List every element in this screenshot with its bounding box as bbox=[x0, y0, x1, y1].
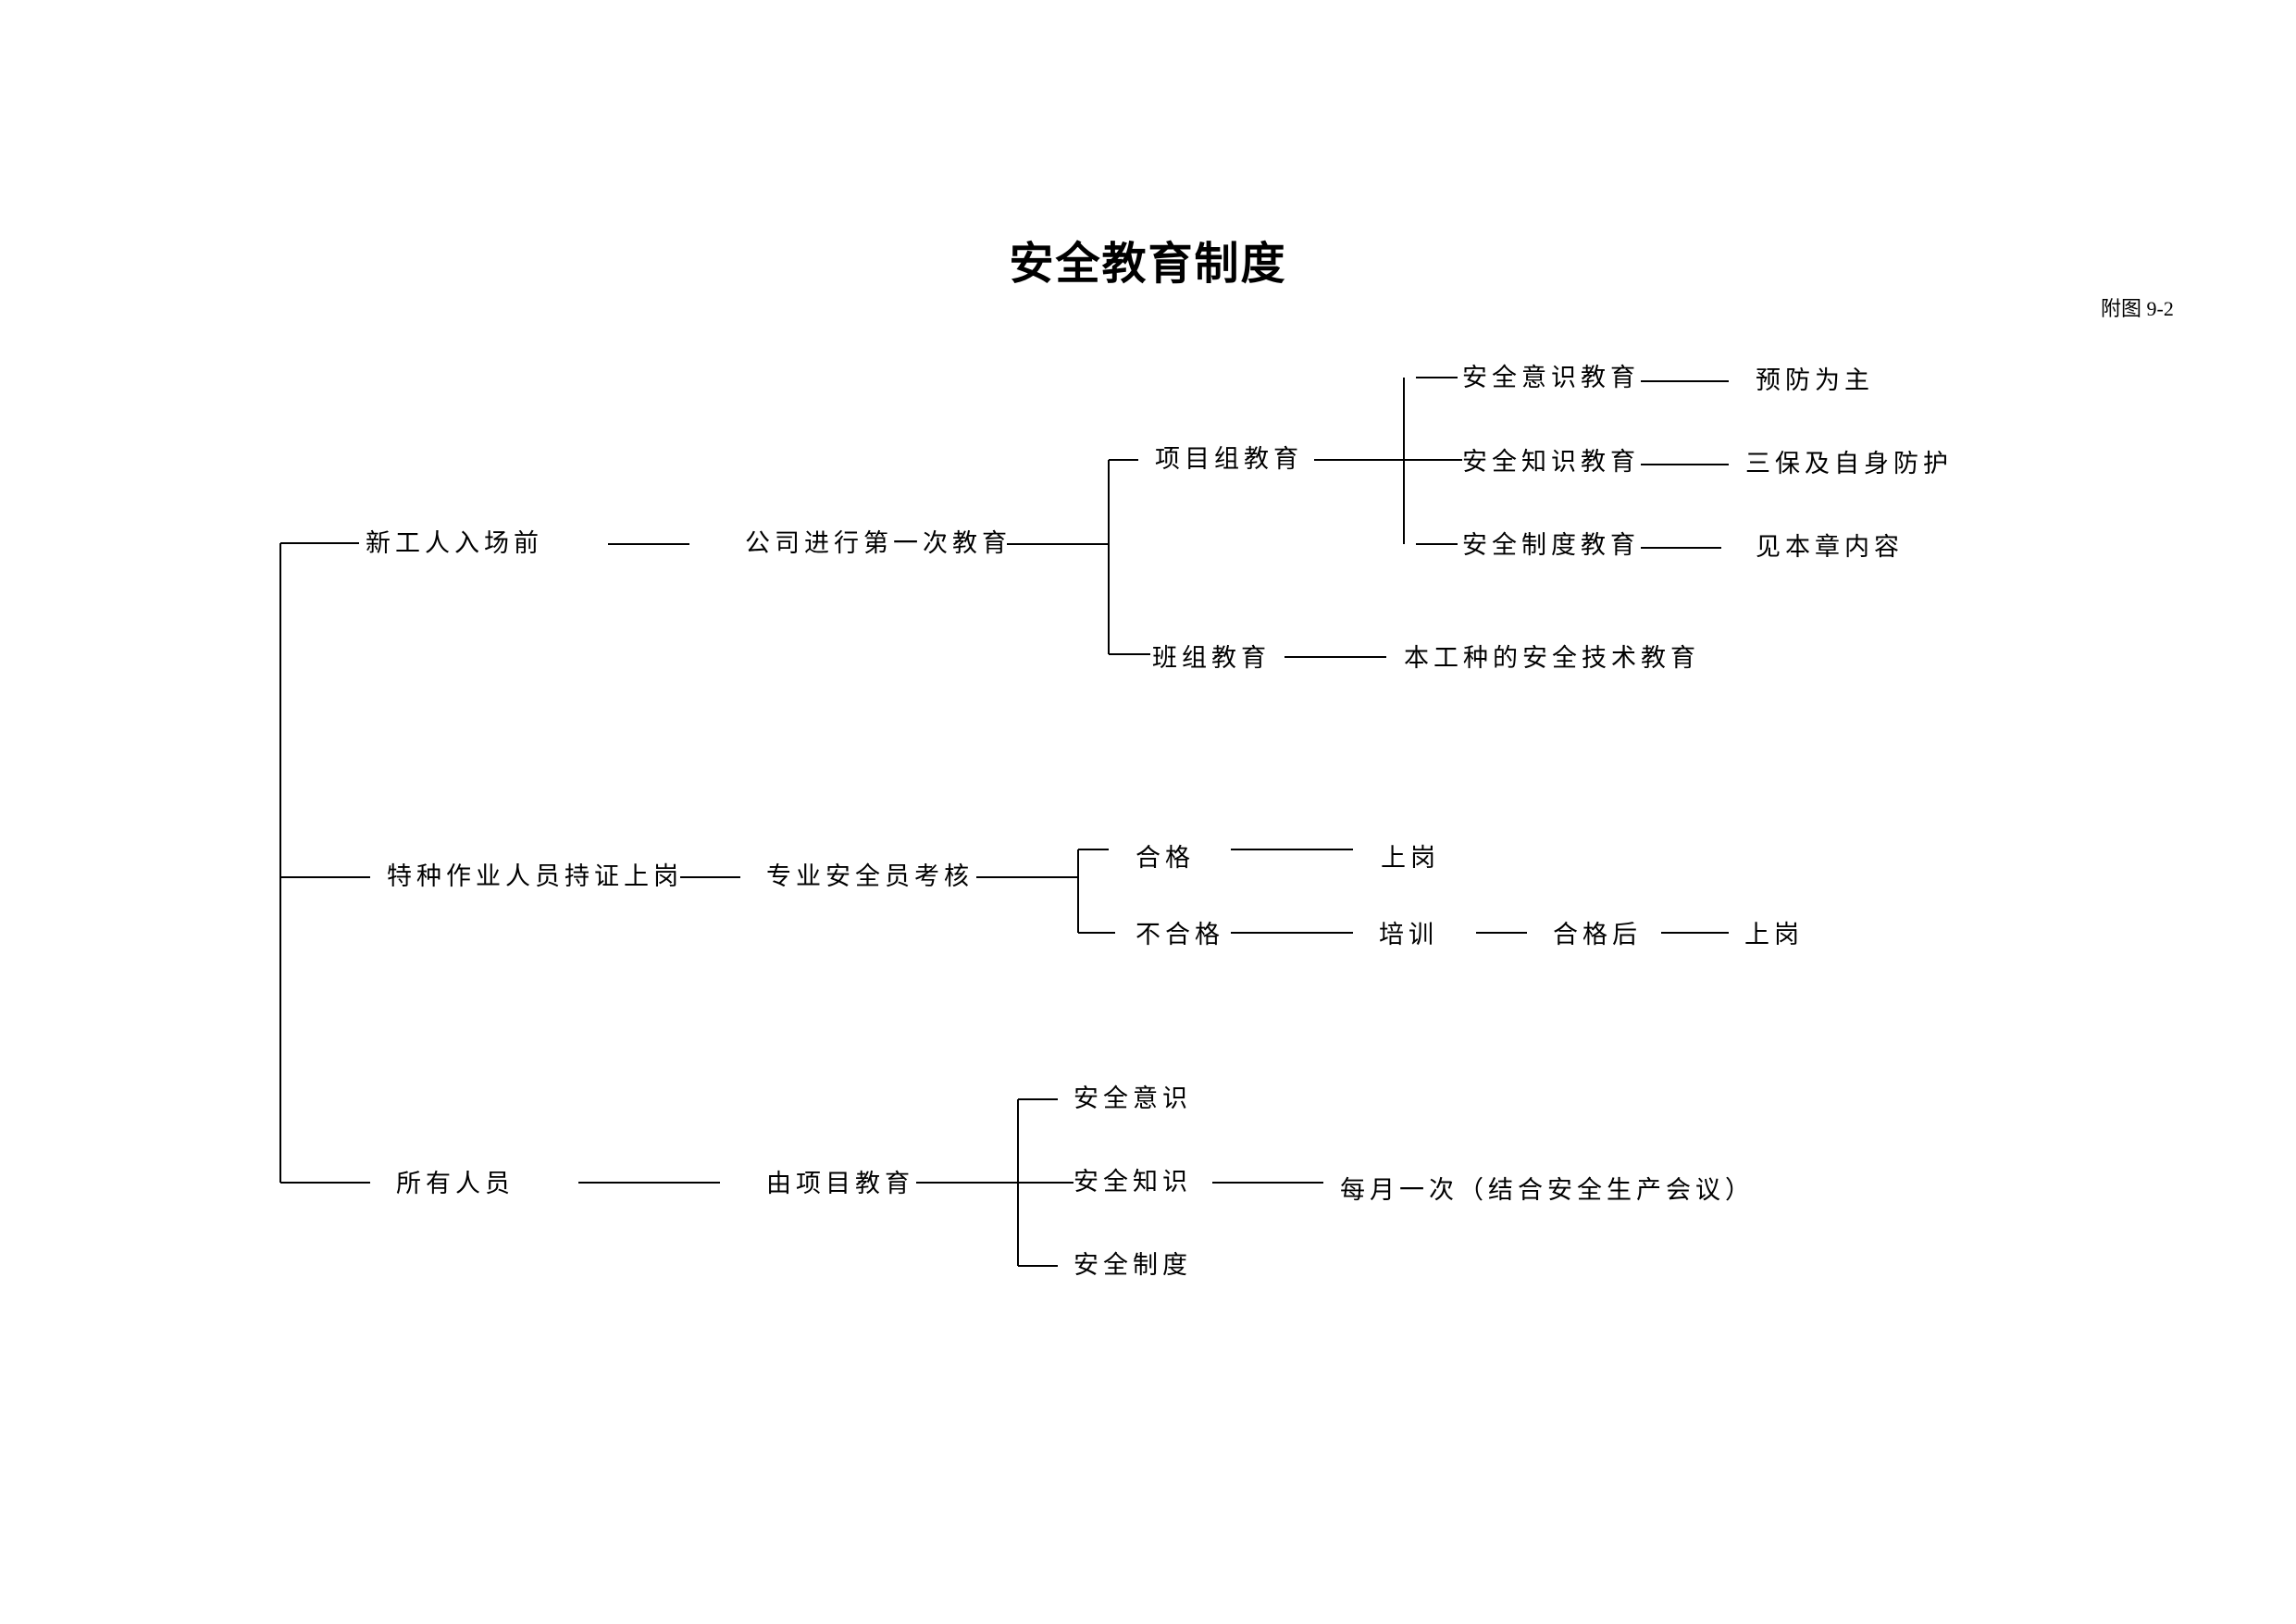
node-special-operations: 特种作业人员持证上岗 bbox=[387, 862, 683, 891]
node-safety-officer-exam: 专业安全员考核 bbox=[766, 862, 974, 891]
node-after-qualified: 合格后 bbox=[1553, 921, 1642, 949]
node-company-first-education: 公司进行第一次教育 bbox=[745, 529, 1011, 558]
node-three-protections: 三保及自身防护 bbox=[1745, 450, 1953, 478]
node-all-staff: 所有人员 bbox=[396, 1170, 515, 1198]
node-safety-awareness-education: 安全意识教育 bbox=[1462, 364, 1640, 392]
node-on-duty: 上岗 bbox=[1381, 844, 1440, 873]
node-by-project-education: 由项目教育 bbox=[766, 1170, 914, 1198]
page-title: 安全教育制度 bbox=[1009, 238, 1287, 290]
node-team-group-education: 班组教育 bbox=[1152, 644, 1271, 673]
node-on-duty-after-training: 上岗 bbox=[1744, 921, 1804, 949]
node-prevention-first: 预防为主 bbox=[1756, 366, 1874, 395]
node-project-group-education: 项目组教育 bbox=[1155, 445, 1303, 474]
node-monthly: 每月一次（结合安全生产会议） bbox=[1340, 1176, 1755, 1205]
node-safety-system-education: 安全制度教育 bbox=[1462, 531, 1640, 560]
node-qualified: 合格 bbox=[1136, 844, 1195, 873]
node-safety-knowledge-education: 安全知识教育 bbox=[1462, 448, 1640, 477]
node-unqualified: 不合格 bbox=[1136, 921, 1224, 949]
node-trade-tech-education: 本工种的安全技术教育 bbox=[1404, 644, 1700, 673]
node-safety-system: 安全制度 bbox=[1074, 1251, 1192, 1280]
figure-label: 附图 9-2 bbox=[2101, 297, 2174, 320]
node-new-worker: 新工人入场前 bbox=[366, 529, 543, 558]
node-see-chapter: 见本章内容 bbox=[1756, 533, 1904, 562]
node-safety-knowledge: 安全知识 bbox=[1074, 1168, 1192, 1196]
node-safety-awareness: 安全意识 bbox=[1074, 1085, 1192, 1113]
node-training: 培训 bbox=[1379, 921, 1438, 949]
